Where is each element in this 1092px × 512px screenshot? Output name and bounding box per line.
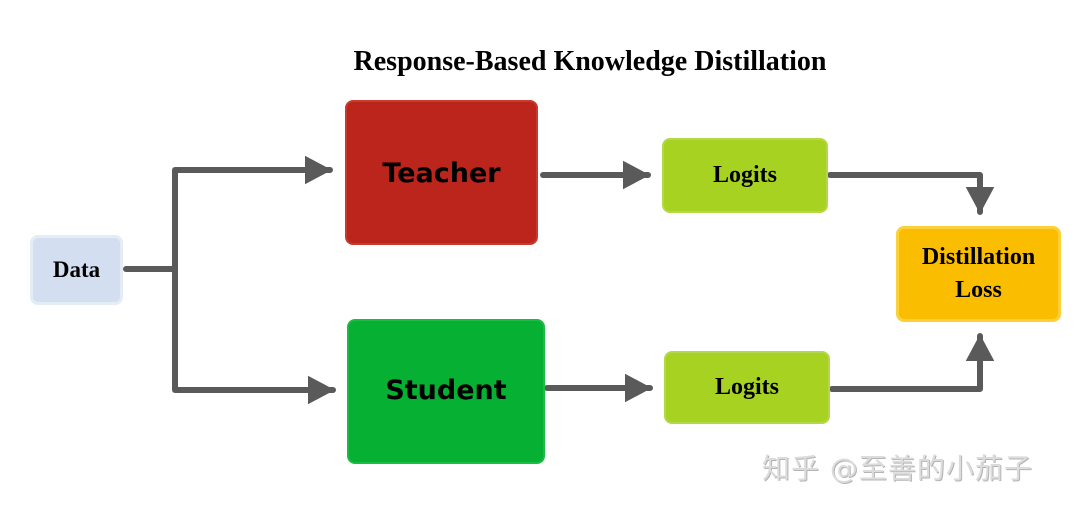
edge-data-teacher (172, 155, 333, 272)
edge-data-student (172, 266, 336, 405)
student-label: Student (385, 375, 507, 406)
student-logits-label: Logits (714, 374, 779, 400)
edge-logits-student-loss (829, 333, 995, 392)
diagram-title: Response-Based Knowledge Distillation (353, 46, 827, 77)
teacher-label: Teacher (382, 158, 501, 189)
distillation-loss-label-line2: Loss (955, 277, 1002, 303)
teacher-logits-label: Logits (712, 162, 777, 188)
data-node: Data (30, 235, 123, 305)
distillation-loss-label-line1: Distillation (921, 244, 1036, 270)
edge-logits-teacher-loss (827, 172, 995, 215)
teacher-node: Teacher (345, 100, 538, 245)
watermark: 知乎 @至善的小茄子 (762, 452, 1033, 485)
teacher-logits-node: Logits (662, 138, 828, 213)
distillation-loss-node: Distillation Loss (896, 226, 1061, 322)
data-label: Data (52, 257, 101, 282)
student-node: Student (347, 319, 545, 464)
student-logits-node: Logits (664, 351, 830, 424)
